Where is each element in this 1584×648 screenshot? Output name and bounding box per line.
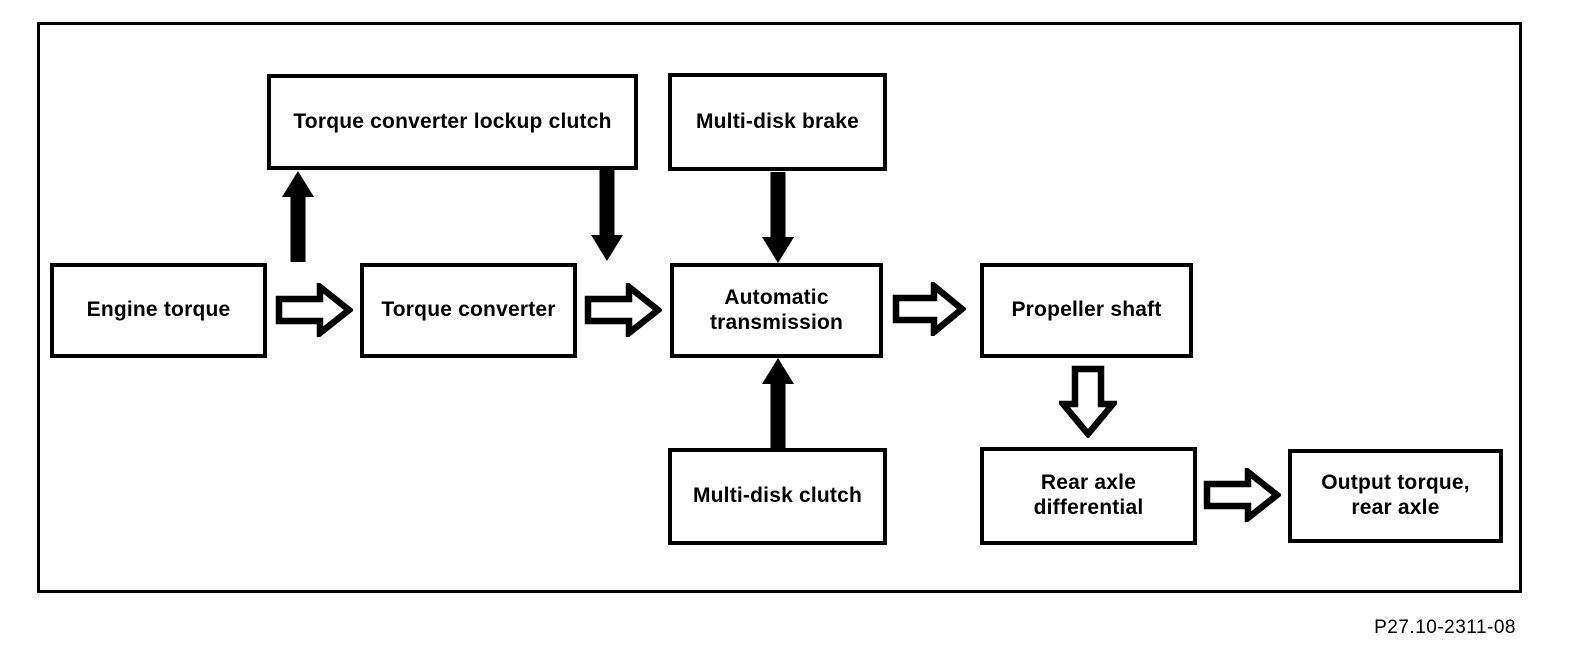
node-multi-disk-clutch: Multi-disk clutch [668,448,887,545]
arrow-engine-to-torque-converter-icon [275,283,353,337]
arrow-propeller-shaft-to-rear-axle-icon [1059,365,1117,438]
node-label: Torque converter [381,298,556,322]
node-engine-torque: Engine torque [50,263,267,358]
node-label: Multi-disk clutch [692,484,863,508]
node-label: Multi-disk brake [695,109,860,133]
arrow-brake-to-transmission-icon [762,172,794,263]
node-rear-axle-differential: Rear axle differential [980,447,1197,545]
node-label: Propeller shaft [1011,298,1162,322]
node-propeller-shaft: Propeller shaft [980,263,1193,358]
node-label: Engine torque [86,298,231,322]
arrow-rear-axle-to-output-torque-icon [1203,468,1281,522]
node-label: Automatic transmission [709,285,844,334]
node-automatic-transmission: Automatic transmission [670,263,883,358]
node-label: Output torque, rear axle [1321,471,1470,519]
node-label: Torque converter lockup clutch [293,109,612,133]
arrow-torque-converter-to-transmission-icon [584,283,662,337]
node-multi-disk-brake: Multi-disk brake [668,73,887,171]
node-torque-converter: Torque converter [360,263,577,358]
arrow-from-lockup-clutch-icon [591,170,623,261]
node-output-torque-rear-axle: Output torque, rear axle [1288,449,1503,543]
node-torque-converter-lockup-clutch: Torque converter lockup clutch [267,74,638,170]
arrow-transmission-to-propeller-shaft-icon [892,282,966,336]
node-label: Rear axle differential [1033,471,1144,519]
arrow-clutch-to-transmission-icon [762,358,794,448]
arrow-to-lockup-clutch-icon [282,171,314,262]
figure-number: P27.10-2311-08 [1374,617,1516,638]
